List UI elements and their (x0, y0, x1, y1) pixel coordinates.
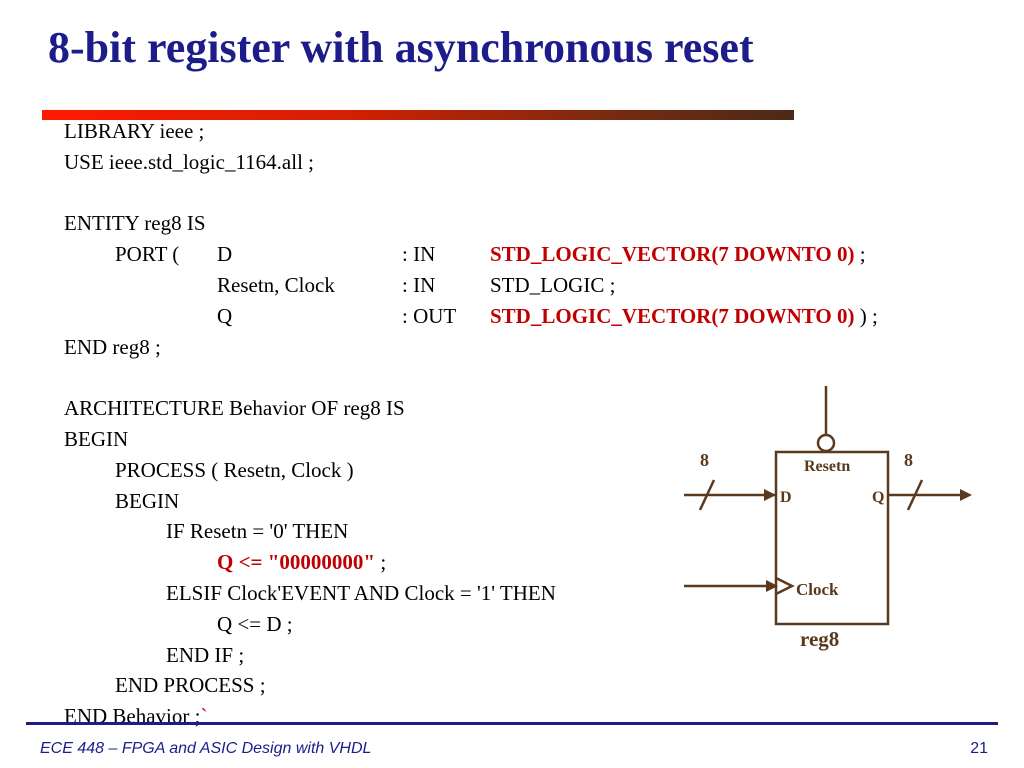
code-text: ENTITY reg8 IS (64, 211, 206, 236)
code-text: END reg8 ; (64, 334, 161, 359)
register-box (774, 450, 890, 626)
clock-edge-triangle (775, 576, 795, 596)
d-bus-slash (698, 479, 716, 511)
bus-width-in-label: 8 (700, 450, 709, 470)
port-mode: : IN (402, 242, 436, 267)
code-text: PROCESS ( Resetn, Clock ) (115, 457, 354, 482)
port-type: STD_LOGIC_VECTOR(7 DOWNTO 0) (490, 242, 855, 267)
bus-width-out-label: 8 (904, 450, 913, 470)
code-text: BEGIN (64, 426, 129, 451)
title-underline-bar (42, 110, 794, 120)
code-text: Q <= D ; (217, 611, 293, 636)
page-number: 21 (970, 740, 988, 757)
port-name: Q (217, 303, 233, 328)
q-bus-slash (906, 479, 924, 511)
code-text: END PROCESS ; (115, 673, 266, 698)
code-text: ELSIF Clock'EVENT AND Clock = '1' THEN (166, 580, 556, 605)
port-mode: : IN (402, 272, 436, 297)
code-text: ; (375, 550, 387, 575)
register-name-label: reg8 (800, 627, 839, 651)
footer-course-title: ECE 448 – FPGA and ASIC Design with VHDL (40, 740, 372, 757)
code-text: IF Resetn = '0' THEN (166, 519, 349, 544)
port-name: Resetn, Clock (217, 272, 335, 297)
d-input-arrowhead (764, 489, 776, 501)
code-text: LIBRARY ieee ; (64, 119, 205, 143)
port-name: D (217, 242, 233, 267)
code-highlight: Q <= "00000000" (217, 550, 376, 575)
port-keyword: PORT ( (115, 242, 180, 267)
resetn-label: Resetn (804, 458, 850, 475)
port-mode: : OUT (402, 303, 457, 328)
d-label: D (780, 489, 792, 506)
footer-divider (26, 722, 998, 725)
port-tail: ; (854, 242, 866, 267)
code-text: END IF ; (166, 642, 245, 667)
code-text: BEGIN (115, 488, 180, 513)
port-type: STD_LOGIC ; (490, 272, 616, 297)
code-text: ARCHITECTURE Behavior OF reg8 IS (64, 396, 405, 421)
clock-input-arrowhead (766, 580, 778, 592)
code-mark: ` (200, 704, 208, 729)
clock-label: Clock (796, 580, 839, 599)
q-output-arrowhead (960, 489, 972, 501)
register-diagram: Resetn D Q Clock reg8 8 8 (684, 386, 972, 651)
port-tail: ) ; (854, 303, 878, 328)
port-type: STD_LOGIC_VECTOR(7 DOWNTO 0) (490, 303, 855, 328)
resetn-inversion-bubble (816, 433, 836, 453)
slide-title: 8-bit register with asynchronous reset (48, 23, 754, 72)
code-text: USE ieee.std_logic_1164.all ; (64, 149, 315, 174)
q-label: Q (872, 489, 884, 506)
